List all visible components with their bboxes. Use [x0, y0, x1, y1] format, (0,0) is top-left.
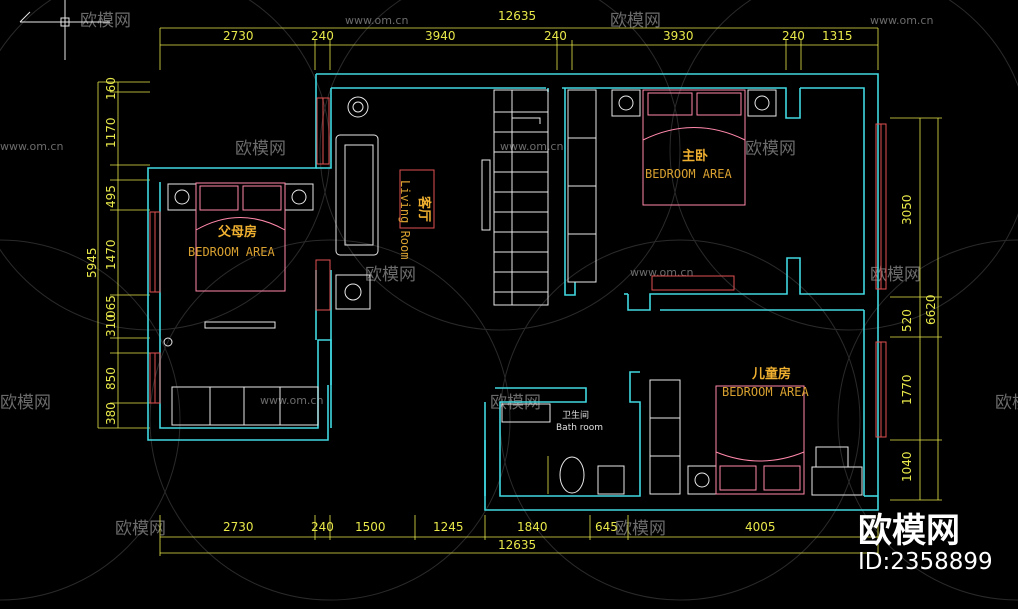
parents-bedroom-label: 父母房 [217, 224, 257, 240]
watermark-brand: 欧模网 [610, 11, 661, 31]
dimension-label: 3050 [900, 194, 914, 225]
kids-bedroom-furniture [649, 379, 863, 496]
dimension-label: 1470 [104, 239, 118, 270]
watermark-site: www.om.cn [260, 394, 323, 407]
kids-bedroom-area: BEDROOM AREA [722, 385, 809, 399]
dimension-label: 310 [104, 314, 118, 337]
master-bedroom-area: BEDROOM AREA [645, 167, 732, 181]
dimension-label: 4005 [745, 520, 776, 534]
bathroom-fixtures [501, 403, 625, 495]
dimension-label: 2730 [223, 29, 254, 43]
watermarks: 欧模网 www.om.cn 欧模网 www.om.cn www.om.cn 欧模… [0, 11, 1018, 539]
dimension-label: 380 [104, 402, 118, 425]
watermark-brand: 欧模网 [745, 139, 796, 159]
room-labels: 父母房 BEDROOM AREA 主卧 BEDROOM AREA 儿童房 BED… [188, 148, 809, 433]
watermark-site: www.om.cn [630, 266, 693, 279]
watermark-site: www.om.cn [500, 140, 563, 153]
dimension-label: 850 [104, 367, 118, 390]
parents-bedroom-area: BEDROOM AREA [188, 245, 275, 259]
left-dimension-labels: 5945 160 1170 495 1470 310 065 850 380 [85, 77, 118, 425]
right-dimension-labels: 3050 520 1770 1040 6620 [900, 194, 938, 482]
dimension-label: 645 [595, 520, 618, 534]
dimension-label: 240 [544, 29, 567, 43]
master-bedroom-label: 主卧 [682, 148, 708, 164]
staircase [493, 89, 549, 306]
dimension-label: 240 [782, 29, 805, 43]
dimension-label: 495 [104, 185, 118, 208]
watermark-brand: 欧模网 [235, 139, 286, 159]
dimension-label: 1770 [900, 374, 914, 405]
dimension-label: 520 [900, 309, 914, 332]
living-room-area: Living Room [398, 180, 412, 259]
living-room-label: 客厅 [416, 196, 432, 222]
watermark-brand: 欧模网 [0, 393, 51, 413]
left-total-dimension: 5945 [85, 247, 99, 278]
dimension-label: 160 [104, 77, 118, 100]
dimension-label: 1245 [433, 520, 464, 534]
top-dimension-labels: 12635 2730 240 3940 240 3930 240 1315 [223, 9, 853, 43]
dimension-lines [97, 27, 942, 556]
dimension-label: 1170 [104, 117, 118, 148]
dimension-label: 3940 [425, 29, 456, 43]
watermark-brand: 欧模网 [490, 393, 541, 413]
dimension-label: 1315 [822, 29, 853, 43]
cad-crosshair [19, 0, 110, 60]
top-total-dimension: 12635 [498, 9, 536, 23]
windows [149, 97, 887, 438]
watermark-brand: 欧模网 [365, 265, 416, 285]
dimension-label: 1840 [517, 520, 548, 534]
watermark-brand: 欧模网 [115, 519, 166, 539]
watermark-site: www.om.cn [870, 14, 933, 27]
walls [147, 73, 879, 511]
brand-logo-text: 欧模网 [858, 511, 960, 551]
watermark-brand: 欧模网 [870, 265, 921, 285]
watermark-site: www.om.cn [0, 140, 63, 153]
watermark-brand: 欧模网 [615, 519, 666, 539]
bottom-total-dimension: 12635 [498, 538, 536, 552]
dimension-label: 240 [311, 520, 334, 534]
right-total-dimension: 6620 [924, 294, 938, 325]
watermark-brand: 欧模网 [80, 11, 131, 31]
dimension-label: 2730 [223, 520, 254, 534]
dimension-label: 3930 [663, 29, 694, 43]
master-bedroom-furniture [567, 89, 777, 291]
dimension-label: 240 [311, 29, 334, 43]
brand-id-text: ID:2358899 [858, 549, 993, 575]
dimension-label: 1040 [900, 451, 914, 482]
bathroom-area: Bath room [556, 423, 603, 433]
dimension-label: 1500 [355, 520, 386, 534]
watermark-site: www.om.cn [345, 14, 408, 27]
watermark-brand: 欧模网 [995, 393, 1018, 413]
parents-bedroom-furniture [163, 182, 319, 426]
bathroom-label: 卫生间 [562, 409, 589, 421]
bottom-dimension-labels: 2730 240 1500 1245 1840 645 4005 12635 [223, 520, 776, 552]
dimension-label: 065 [104, 295, 118, 318]
living-room-furniture [335, 96, 491, 310]
kids-bedroom-label: 儿童房 [751, 366, 791, 382]
